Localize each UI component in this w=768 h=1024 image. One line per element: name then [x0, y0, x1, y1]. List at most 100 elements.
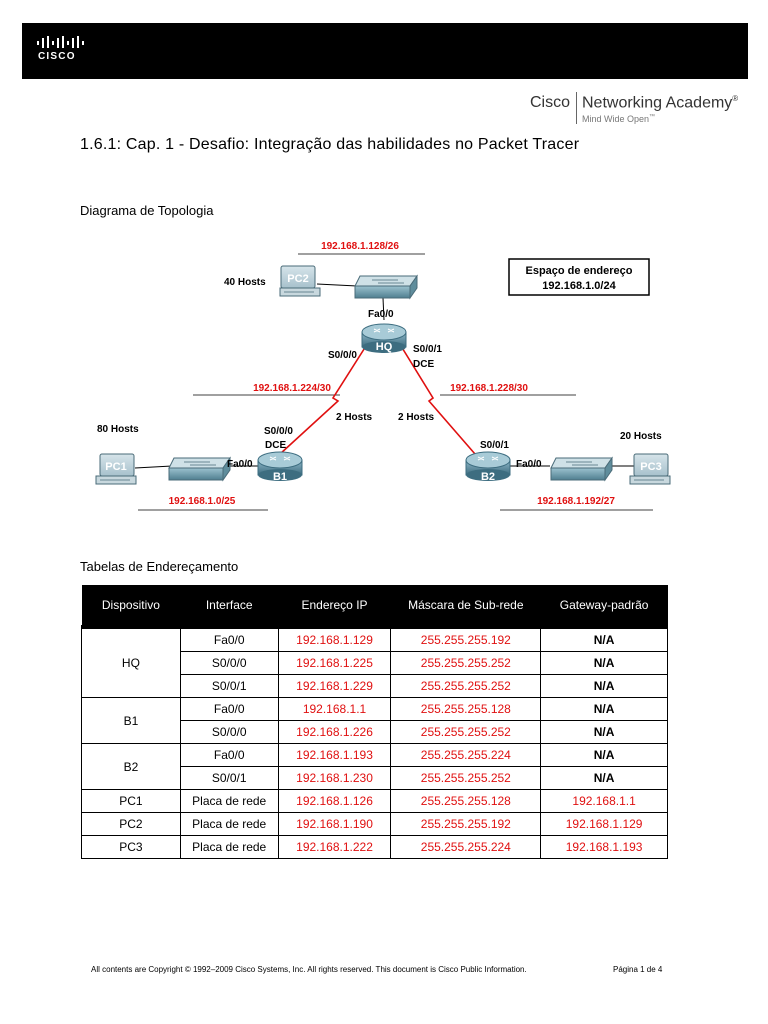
col-header-gateway: Gateway-padrão	[540, 585, 668, 627]
table-row: B2 Fa0/0 192.168.1.193 255.255.255.224 N…	[81, 743, 668, 790]
pc1-label: PC1	[105, 461, 126, 473]
ip-cell: 192.168.1.1	[277, 697, 392, 721]
b1-switch	[168, 456, 231, 482]
pc2-label: PC2	[287, 273, 308, 285]
link-right-hosts: 2 Hosts	[398, 412, 435, 423]
pc1-computer: PC1	[95, 453, 137, 485]
serial-hq-b1	[279, 345, 367, 455]
ip-cell: 192.168.1.193	[277, 743, 392, 767]
document-title: 1.6.1: Cap. 1 - Desafio: Integração das …	[80, 136, 580, 153]
networking-academy-logo: Cisco Networking Academy® Mind Wide Open…	[530, 92, 748, 128]
cable-switch-hq	[382, 297, 385, 321]
table-header-row: Dispositivo Interface Endereço IP Máscar…	[81, 585, 668, 627]
b1-label: B1	[273, 471, 287, 483]
gateway-cell: N/A	[540, 720, 668, 744]
b2-router: B2	[465, 451, 511, 483]
ip-cell: 192.168.1.230	[277, 766, 392, 790]
footer-page-number: Página 1 de 4	[613, 965, 663, 974]
gateway-cell: 192.168.1.193	[540, 835, 668, 859]
cisco-bars-icon	[37, 36, 84, 48]
col-header-ip: Endereço IP	[278, 585, 391, 627]
mask-cell: 255.255.255.128	[390, 789, 542, 813]
ip-cell: 192.168.1.222	[277, 835, 392, 859]
brand-mark: ®	[732, 94, 739, 103]
mask-cell: 255.255.255.252	[390, 766, 542, 790]
gateway-cell: N/A	[540, 626, 668, 652]
address-space-label: Espaço de endereço	[526, 265, 633, 277]
brand-left: Cisco	[530, 94, 571, 111]
cable-pc2-switch	[316, 283, 358, 287]
footer-copyright: All contents are Copyright © 1992–2009 C…	[91, 965, 527, 974]
brand-tagline: Mind Wide Open	[582, 114, 650, 124]
tagline-mark: ™	[649, 114, 656, 120]
b2-switch	[550, 456, 613, 482]
device-cell: PC2	[81, 812, 181, 836]
b1-router: B1	[257, 451, 303, 483]
b2-s001-label: S0/0/1	[480, 440, 509, 451]
net-wan-left: 192.168.1.224/30	[253, 383, 331, 394]
ip-cell: 192.168.1.126	[277, 789, 392, 813]
mask-cell: 255.255.255.252	[390, 720, 542, 744]
mask-cell: 255.255.255.224	[390, 835, 542, 859]
net-hq-lan: 192.168.1.128/26	[321, 241, 399, 252]
mask-cell: 255.255.255.224	[390, 743, 542, 767]
gateway-cell: N/A	[540, 651, 668, 675]
ip-cell: 192.168.1.190	[277, 812, 392, 836]
table-row: PC1 Placa de rede 192.168.1.126 255.255.…	[81, 789, 668, 813]
interface-cell: Fa0/0	[179, 697, 279, 721]
table-row: HQ Fa0/0 192.168.1.129 255.255.255.192 N…	[81, 626, 668, 698]
hq-label: HQ	[376, 341, 393, 353]
b2-label: B2	[481, 471, 495, 483]
col-header-device: Dispositivo	[81, 585, 181, 627]
ip-cell: 192.168.1.226	[277, 720, 392, 744]
address-space-value: 192.168.1.0/24	[542, 280, 616, 292]
col-header-interface: Interface	[180, 585, 279, 627]
header-bar: CISCO	[22, 23, 748, 79]
b1-fa-label: Fa0/0	[227, 459, 253, 470]
address-space-box	[508, 258, 650, 296]
net-b2-lan: 192.168.1.192/27	[537, 496, 615, 507]
cable-pc1-switch	[134, 465, 173, 469]
brand-tagline-wrap: Mind Wide Open™	[582, 114, 655, 124]
device-cell: HQ	[81, 626, 181, 698]
gateway-cell: 192.168.1.129	[540, 812, 668, 836]
interface-cell: Placa de rede	[179, 789, 279, 813]
device-cell: B2	[81, 743, 181, 790]
b1-dce-label: DCE	[265, 440, 286, 451]
gateway-cell: N/A	[540, 697, 668, 721]
col-header-mask: Máscara de Sub-rede	[390, 585, 541, 627]
hq-fa-label: Fa0/0	[368, 309, 394, 320]
ip-cell: 192.168.1.129	[277, 626, 392, 652]
hq-s000-label: S0/0/0	[328, 350, 357, 361]
b1-s000-label: S0/0/0	[264, 426, 293, 437]
cisco-wordmark: CISCO	[38, 51, 76, 62]
interface-cell: S0/0/0	[179, 720, 279, 744]
address-table: Dispositivo Interface Endereço IP Máscar…	[81, 585, 668, 859]
interface-cell: Fa0/0	[179, 743, 279, 767]
brand-separator	[576, 92, 577, 124]
brand-right-wrap: Networking Academy®	[582, 94, 738, 112]
mask-cell: 255.255.255.192	[390, 626, 542, 652]
hq-dce-label: DCE	[413, 359, 434, 370]
gateway-cell: N/A	[540, 674, 668, 698]
table-row: PC3 Placa de rede 192.168.1.222 255.255.…	[81, 835, 668, 859]
device-cell: B1	[81, 697, 181, 744]
table-row: B1 Fa0/0 192.168.1.1 255.255.255.128 N/A	[81, 697, 668, 744]
topology-diagram: 192.168.1.128/26 192.168.1.224/30 192.16…	[95, 241, 671, 511]
b2-fa-label: Fa0/0	[516, 459, 542, 470]
topology-heading: Diagrama de Topologia	[80, 203, 214, 218]
hq-switch	[354, 274, 418, 300]
pc3-label: PC3	[640, 461, 661, 473]
gateway-cell: N/A	[540, 743, 668, 767]
brand-right: Networking Academy	[582, 94, 733, 112]
mask-cell: 255.255.255.252	[390, 651, 542, 675]
interface-cell: Fa0/0	[179, 626, 279, 652]
ip-cell: 192.168.1.229	[277, 674, 392, 698]
mask-cell: 255.255.255.192	[390, 812, 542, 836]
serial-hq-b2	[400, 345, 476, 455]
device-cell: PC3	[81, 835, 181, 859]
pc2-hosts: 40 Hosts	[224, 277, 266, 288]
pc3-hosts: 20 Hosts	[620, 431, 662, 442]
tables-heading: Tabelas de Endereçamento	[80, 559, 239, 574]
interface-cell: Placa de rede	[179, 835, 279, 859]
